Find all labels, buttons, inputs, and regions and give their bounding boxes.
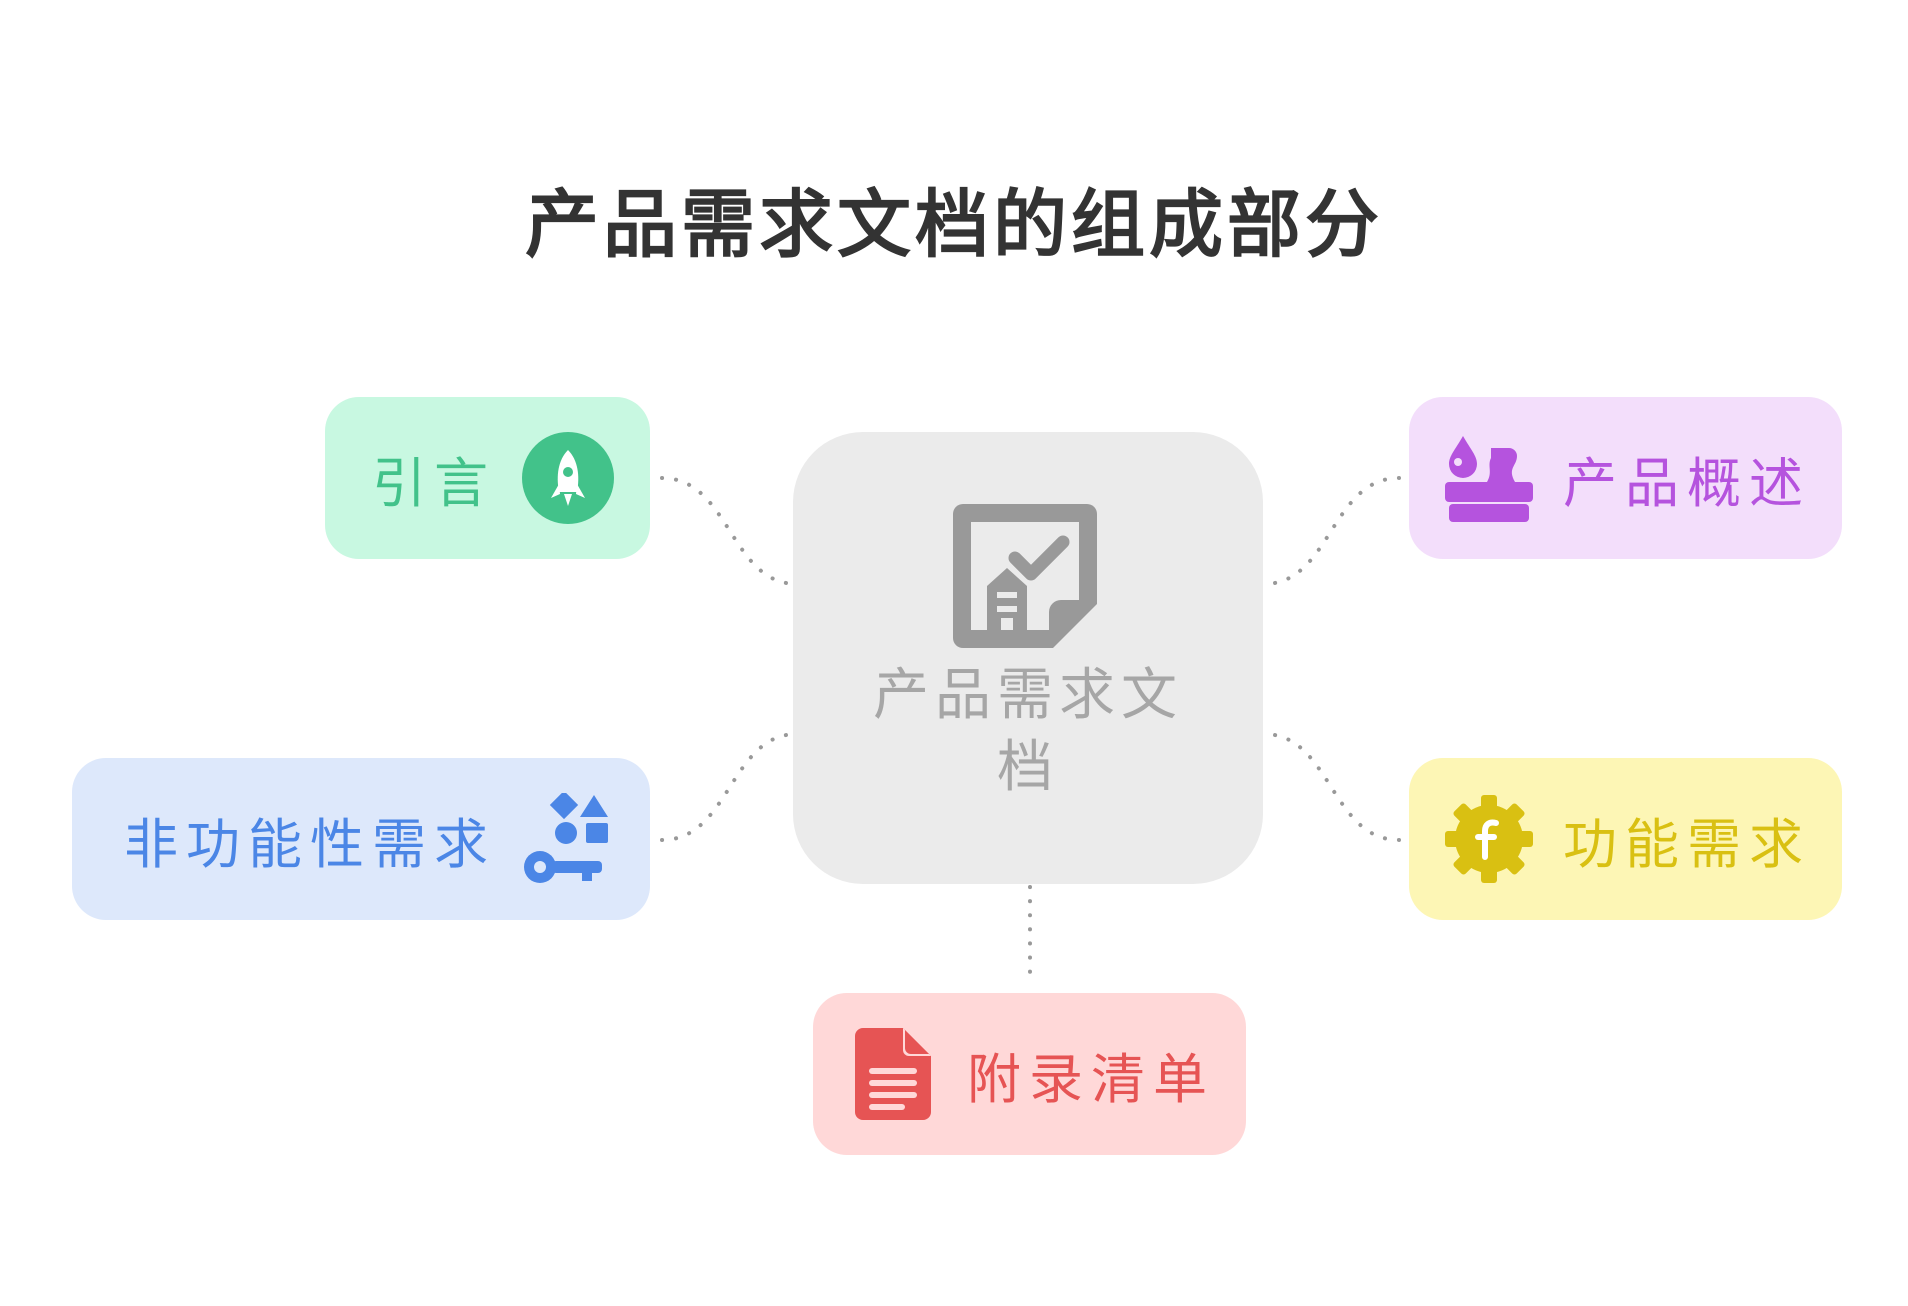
node-func-label: 功能需求	[1563, 812, 1811, 876]
node-func[interactable]: 功能需求	[1409, 758, 1842, 920]
diagram-title: 产品需求文档的组成部分	[525, 182, 1383, 268]
shapes-key-icon	[524, 793, 608, 883]
document-check-icon	[953, 504, 1097, 648]
node-overview[interactable]: 产品概述	[1409, 397, 1842, 559]
connector-overview	[1262, 476, 1401, 586]
node-nonfunc[interactable]: 非功能性需求	[72, 758, 650, 920]
connector-intro	[660, 476, 799, 586]
node-intro-label: 引言	[372, 451, 496, 515]
node-appendix-label: 附录清单	[967, 1047, 1215, 1111]
file-text-icon	[855, 1028, 931, 1120]
node-intro[interactable]: 引言	[325, 397, 650, 559]
connector-func	[1262, 732, 1401, 842]
node-appendix[interactable]: 附录清单	[813, 993, 1246, 1155]
rocket-icon	[522, 432, 614, 524]
node-nonfunc-label: 非功能性需求	[124, 812, 496, 876]
ink-stamp-icon	[1445, 436, 1533, 522]
connector-nonfunc	[660, 732, 799, 842]
center-label: 产品需求文档	[873, 663, 1183, 800]
center-node[interactable]: 产品需求文档	[793, 432, 1263, 884]
function-gear-icon	[1445, 795, 1533, 883]
node-overview-label: 产品概述	[1563, 451, 1811, 515]
